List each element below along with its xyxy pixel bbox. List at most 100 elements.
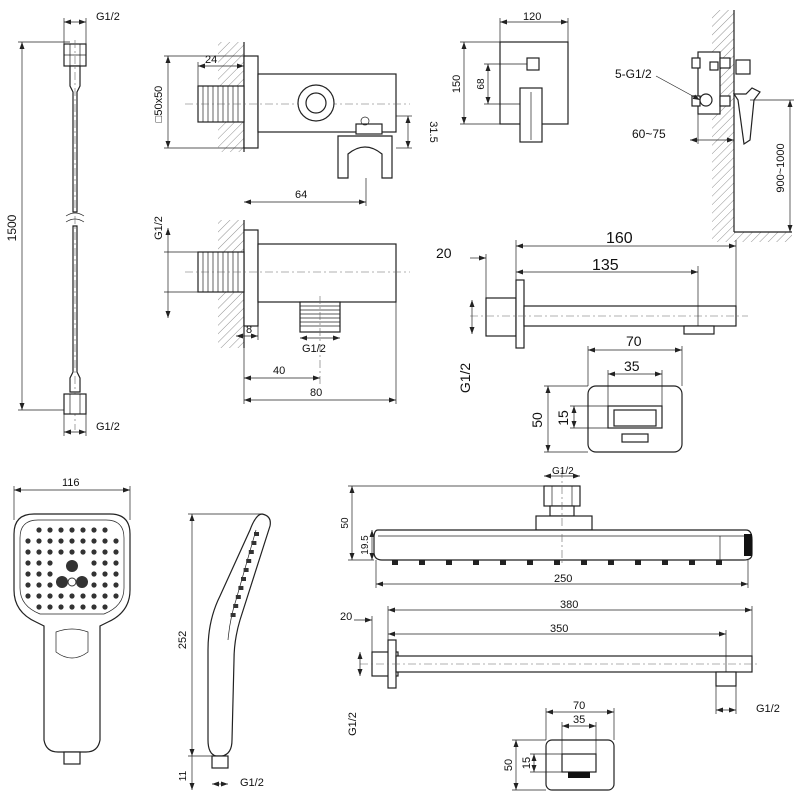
mixer-front-view: 120 150 68 xyxy=(451,11,569,143)
arm-flange-70-label: 70 xyxy=(573,700,585,712)
nozzle-dot xyxy=(25,582,31,588)
install-spread-label: 60~75 xyxy=(632,127,666,141)
dim-150-label: 150 xyxy=(451,75,463,93)
spout-wall-plate xyxy=(485,297,517,337)
nozzle-dot xyxy=(47,571,53,577)
nozzle-dot xyxy=(113,593,119,599)
rain-head-thread-label: G1/2 xyxy=(552,466,574,477)
nozzle-dot xyxy=(80,593,86,599)
nozzle-dot xyxy=(80,604,86,610)
nozzle-dot xyxy=(36,560,42,566)
install-floor-hatch xyxy=(712,232,792,242)
hand-shower-11-label: 11 xyxy=(178,770,189,781)
nozzle-dot xyxy=(113,582,119,588)
rain-nozzle xyxy=(500,560,506,565)
rain-nozzle xyxy=(581,560,587,565)
center-nozzle-icon xyxy=(66,560,78,572)
side-nozzle xyxy=(243,568,249,572)
install-wall-hatch xyxy=(712,10,734,232)
hand-shower-holder xyxy=(337,135,393,179)
rain-head-connector xyxy=(535,515,593,531)
install-height-label: 900~1000 xyxy=(775,143,787,192)
nozzle-dot xyxy=(25,549,31,555)
hose-bottom-nut xyxy=(63,393,87,415)
nozzle-dot xyxy=(36,549,42,555)
nozzle-dot xyxy=(69,593,75,599)
rain-head-plate xyxy=(373,529,753,561)
valve-plate-side xyxy=(243,229,259,327)
spout-outlet xyxy=(683,325,715,335)
nozzle-dot xyxy=(25,538,31,544)
install-lever xyxy=(732,87,761,146)
side-nozzle xyxy=(238,586,244,590)
shower-hose-drawing: 1500 G1/2 G1/2 xyxy=(5,11,120,436)
hand-shower-side-connector xyxy=(211,755,229,769)
nozzle-dot xyxy=(25,571,31,577)
nozzle-dot xyxy=(47,604,53,610)
nozzle-dot xyxy=(36,582,42,588)
rain-nozzle xyxy=(635,560,641,565)
nozzle-dot xyxy=(47,527,53,533)
arm-flange-front: 70 35 50 15 xyxy=(503,700,615,791)
side-nozzle xyxy=(251,541,257,545)
hand-shower-front: 116 xyxy=(13,477,131,765)
nozzle-dot xyxy=(47,582,53,588)
side-nozzle xyxy=(235,595,241,599)
dim-square-label: □50x50 xyxy=(153,86,165,123)
rain-nozzle xyxy=(392,560,398,565)
arm-dim-380-label: 380 xyxy=(560,599,578,611)
nozzle-dot xyxy=(36,527,42,533)
nozzle-dot xyxy=(25,593,31,599)
nozzle-dot xyxy=(91,538,97,544)
dim-64-label: 64 xyxy=(295,189,307,201)
nozzle-dot xyxy=(69,527,75,533)
hand-shower-length-label: 252 xyxy=(177,631,189,649)
nozzle-dot xyxy=(91,571,97,577)
hand-shower-side-body xyxy=(207,513,271,757)
nozzle-dot xyxy=(36,571,42,577)
valve-plate-top xyxy=(243,55,259,149)
side-nozzle xyxy=(246,559,252,563)
nozzle-dot xyxy=(102,527,108,533)
dim-80-label: 80 xyxy=(310,387,322,399)
spout-thread-label: G1/2 xyxy=(457,363,473,394)
rain-nozzle xyxy=(608,560,614,565)
valve-outlet-thread-label: G1/2 xyxy=(302,343,326,355)
rain-nozzle xyxy=(689,560,695,565)
rain-head-height-label: 50 xyxy=(340,517,351,529)
hand-shower-connector xyxy=(63,751,81,765)
nozzle-dot xyxy=(47,549,53,555)
hose-bottom-thread-label: G1/2 xyxy=(96,421,120,433)
rain-head-thickness-label: 19.5 xyxy=(360,535,371,555)
dim-31-5-label: 31.5 xyxy=(427,121,439,142)
nozzle-dot xyxy=(36,538,42,544)
nozzle-dot xyxy=(47,560,53,566)
nozzle-dot xyxy=(36,604,42,610)
dim-40-label: 40 xyxy=(273,365,285,377)
arm-side-thread-label: G1/2 xyxy=(347,712,359,736)
nozzle-dot xyxy=(91,593,97,599)
arm-flange-50-label: 50 xyxy=(503,759,515,771)
hand-shower-body xyxy=(13,513,131,753)
rain-nozzle-row xyxy=(392,560,722,565)
spout-flange xyxy=(515,279,525,349)
nozzle-dot xyxy=(58,604,64,610)
nozzle-dot xyxy=(58,538,64,544)
nozzle-dot xyxy=(102,604,108,610)
spout-flange-50-label: 50 xyxy=(529,412,545,428)
arm-flange-35-label: 35 xyxy=(573,714,585,726)
hand-shower-width-label: 116 xyxy=(62,477,80,489)
dim-8-label: 8 xyxy=(246,324,252,336)
arm-dim-20-label: 20 xyxy=(340,611,352,623)
spout-flange-front: 70 35 50 15 xyxy=(529,333,683,453)
nozzle-dot xyxy=(113,571,119,577)
hand-shower-thread-label: G1/2 xyxy=(240,777,264,789)
hand-shower-button xyxy=(55,628,89,659)
dim-120-label: 120 xyxy=(523,11,541,23)
spout-dim-20-label: 20 xyxy=(436,245,452,261)
nozzle-dot xyxy=(91,582,97,588)
nozzle-dot xyxy=(36,593,42,599)
nozzle-dot xyxy=(102,538,108,544)
arm-dim-350-label: 350 xyxy=(550,623,568,635)
spout-flange-35-label: 35 xyxy=(624,358,640,374)
